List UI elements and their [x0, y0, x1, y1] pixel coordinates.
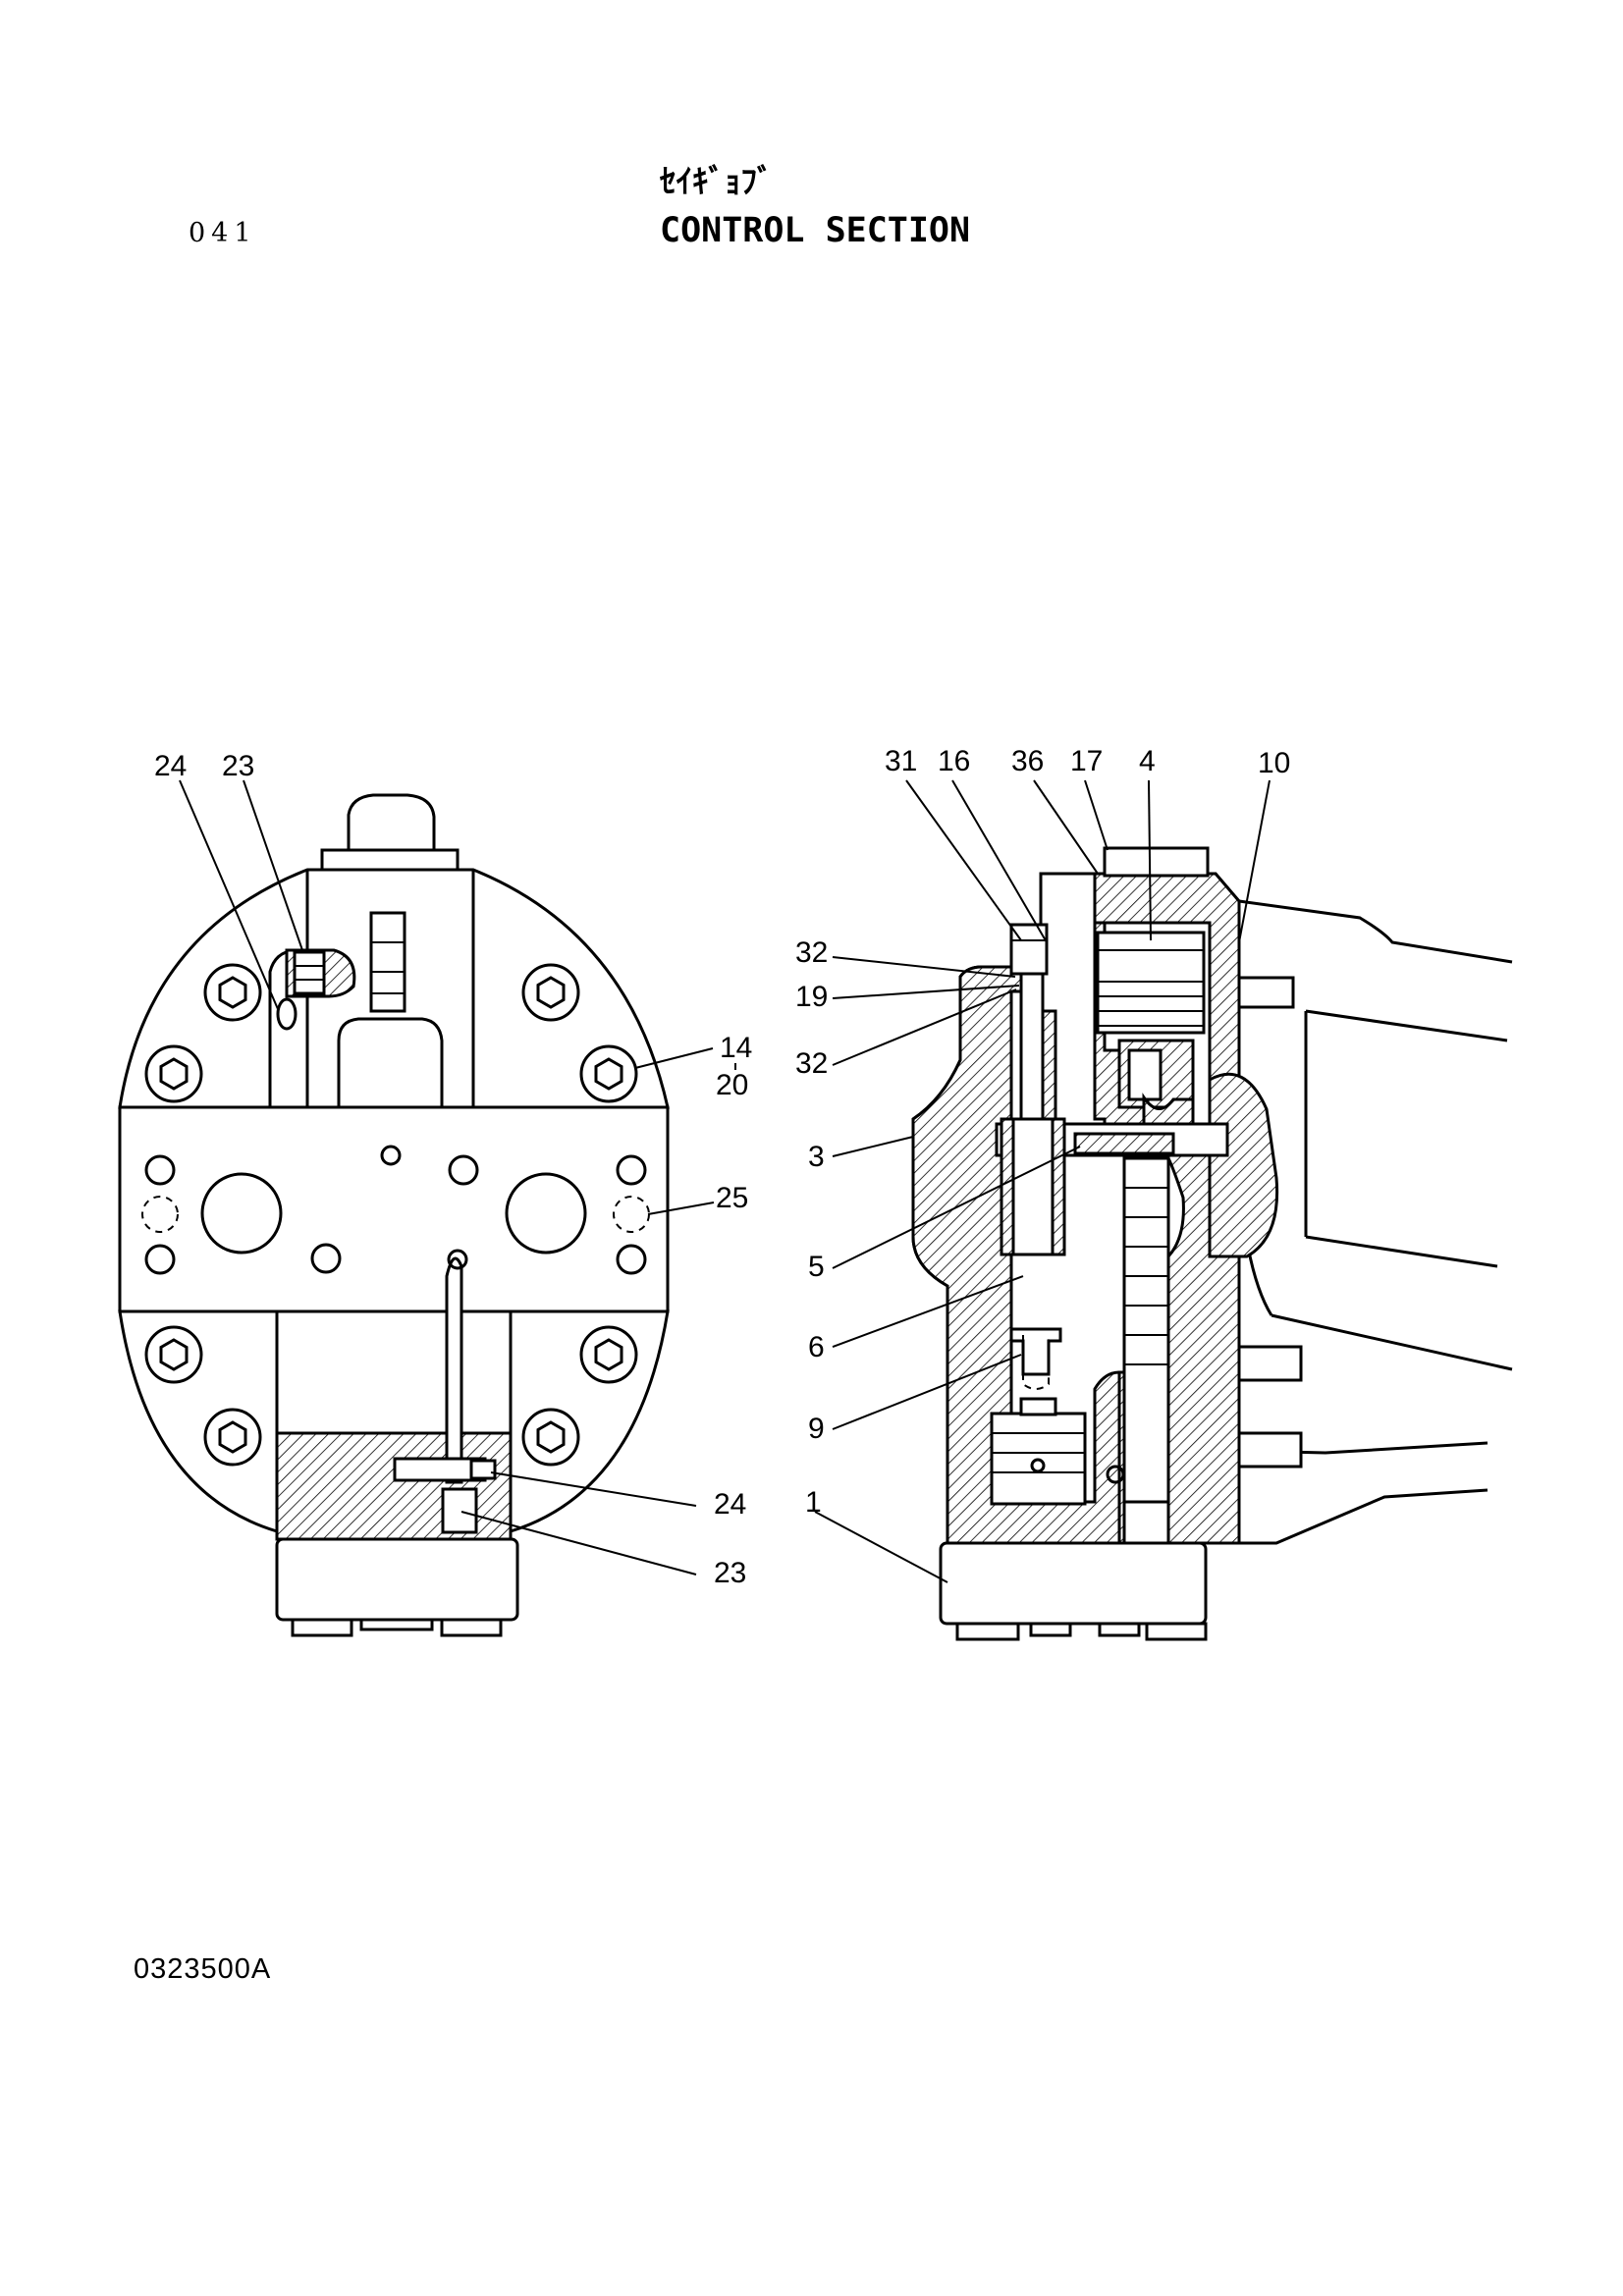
callout-right-3: 3 [808, 1141, 825, 1173]
callout-left-14: 14 [720, 1032, 752, 1064]
callout-right-5: 5 [808, 1251, 825, 1283]
title-japanese: ｾｲｷﾞｮﾌﾞ [660, 162, 774, 200]
right-view [911, 846, 1513, 1641]
page-title: CONTROL SECTION [660, 211, 971, 250]
callout-right-16: 16 [938, 745, 970, 777]
callout-left-20: 20 [716, 1069, 748, 1101]
callout-right-31: 31 [885, 745, 917, 777]
callout-right-10: 10 [1258, 747, 1290, 779]
callout-labels-right: 31 16 36 17 4 10 32 19 32 3 5 6 9 1 [795, 745, 1290, 1519]
callout-left-23-bottom: 23 [714, 1557, 746, 1589]
callout-right-9: 9 [808, 1413, 825, 1445]
callout-right-32-top: 32 [795, 936, 828, 969]
callout-right-1: 1 [805, 1486, 822, 1519]
callout-right-19: 19 [795, 981, 828, 1013]
callout-right-36: 36 [1011, 745, 1044, 777]
callout-left-25: 25 [716, 1182, 748, 1214]
callout-left-23-top: 23 [222, 750, 254, 782]
callout-left-24-bottom: 24 [714, 1488, 746, 1521]
drawing-code: 0323500A [134, 1953, 272, 1985]
callout-left-24-top: 24 [154, 750, 187, 782]
leader-lines [179, 779, 1271, 1583]
callout-right-17: 17 [1070, 745, 1103, 777]
callout-right-4: 4 [1139, 745, 1156, 777]
callout-right-6: 6 [808, 1331, 825, 1363]
page-number: 041 [189, 218, 257, 248]
callout-labels-left: 24 23 14 20 25 24 23 [154, 750, 752, 1589]
left-view [118, 793, 670, 1637]
callout-right-32-bottom: 32 [795, 1047, 828, 1080]
